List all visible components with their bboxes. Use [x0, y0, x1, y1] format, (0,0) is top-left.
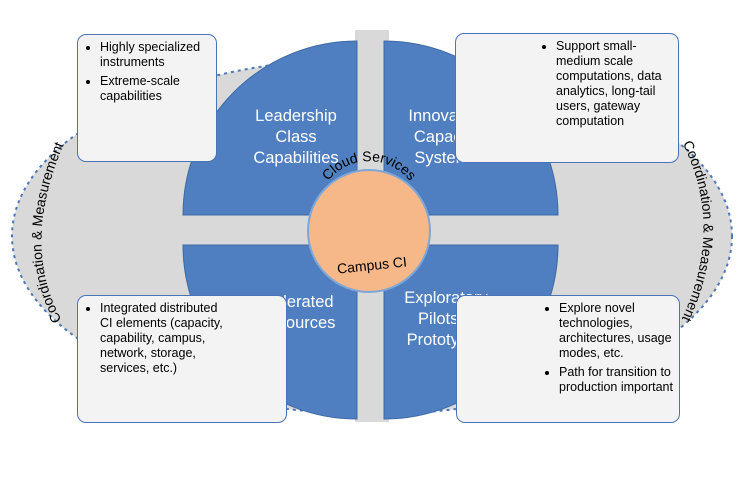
note-exploratory: Explore novel technologies, architecture…	[456, 295, 680, 423]
note-bullet: Support small-medium scale computations,…	[556, 39, 672, 129]
note-leadership: Highly specialized instrumentsExtreme-sc…	[77, 34, 217, 162]
note-bullet: Highly specialized instruments	[100, 40, 210, 70]
note-leadership-list: Highly specialized instrumentsExtreme-sc…	[86, 40, 210, 104]
note-innovative-list: Support small-medium scale computations,…	[542, 39, 672, 129]
center-label-campus-ci: Campus CI	[336, 253, 407, 276]
note-federated-list: Integrated distributed CI elements (capa…	[86, 301, 232, 376]
label-line: Class	[275, 128, 316, 146]
note-bullet: Integrated distributed CI elements (capa…	[100, 301, 232, 376]
note-bullet: Path for transition to production import…	[559, 365, 673, 395]
quadrant-leadership	[182, 40, 358, 216]
note-exploratory-list: Explore novel technologies, architecture…	[545, 301, 673, 395]
center-circle	[307, 169, 431, 293]
note-innovative: Support small-medium scale computations,…	[455, 33, 679, 163]
label-line: Capabilities	[253, 149, 338, 167]
label-line: Leadership	[255, 107, 337, 125]
note-bullet: Extreme-scale capabilities	[100, 74, 210, 104]
note-federated: Integrated distributed CI elements (capa…	[77, 295, 287, 423]
note-bullet: Explore novel technologies, architecture…	[559, 301, 673, 361]
